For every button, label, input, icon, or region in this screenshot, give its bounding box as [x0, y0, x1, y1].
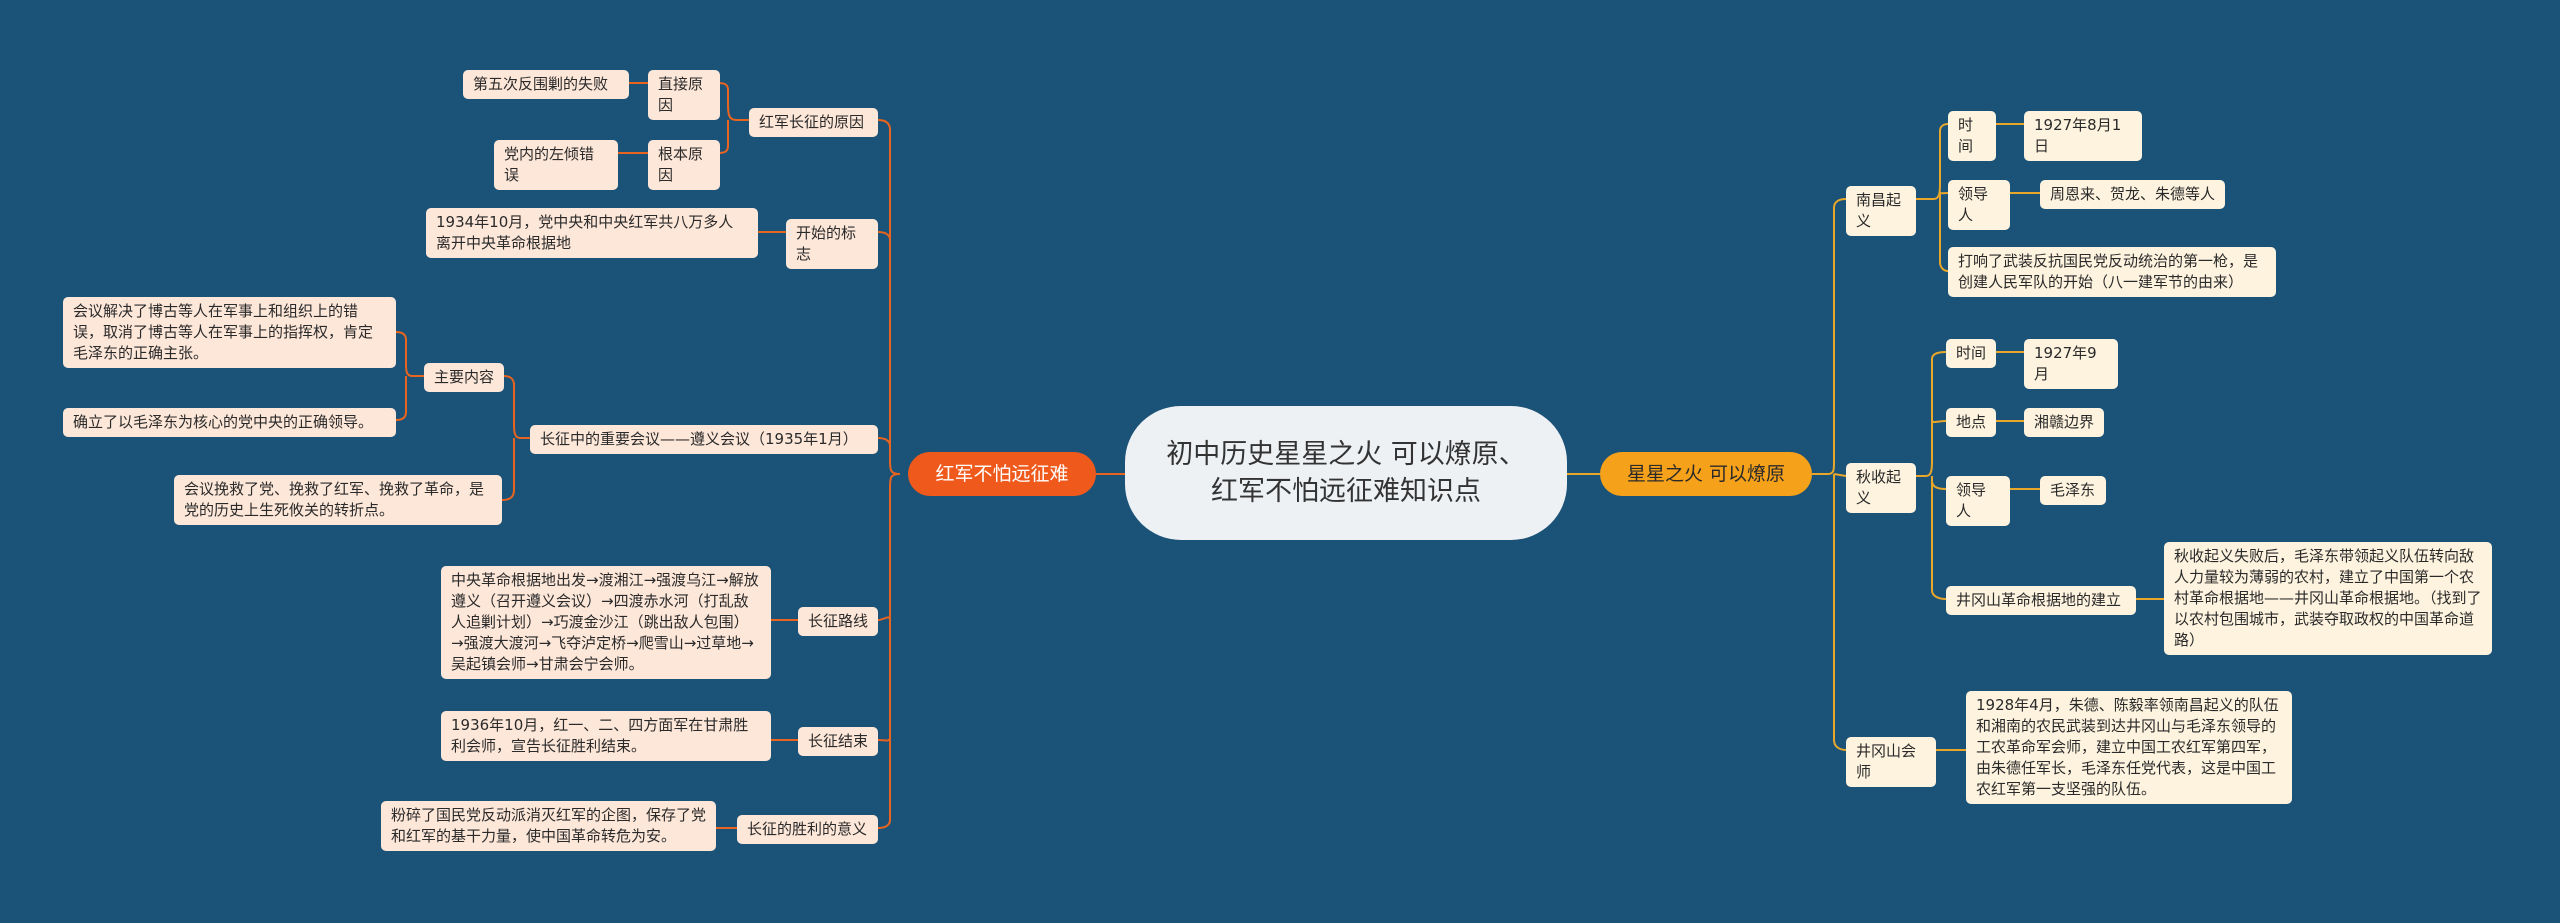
nanchang-leader-label[interactable]: 领导人: [1948, 180, 2010, 230]
reason-node[interactable]: 红军长征的原因: [749, 108, 878, 137]
root-reason-node[interactable]: 根本原因: [648, 140, 720, 190]
autumn-leader-value[interactable]: 毛泽东: [2040, 476, 2106, 505]
left-main-branch[interactable]: 红军不怕远征难: [908, 452, 1096, 496]
direct-reason-node[interactable]: 直接原因: [648, 70, 720, 120]
autumn-leader-label[interactable]: 领导人: [1946, 476, 2010, 526]
right-main-branch-label: 星星之火 可以燎原: [1626, 463, 1786, 485]
victory-meaning-node[interactable]: 长征的胜利的意义: [737, 815, 878, 844]
long-march-route-detail[interactable]: 中央革命根据地出发→渡湘江→强渡乌江→解放遵义（召开遵义会议）→四渡赤水河（打乱…: [441, 566, 771, 679]
long-march-end-node[interactable]: 长征结束: [798, 727, 878, 756]
content-detail-2[interactable]: 确立了以毛泽东为核心的党中央的正确领导。: [63, 408, 396, 437]
jinggangshan-meeting-node[interactable]: 井冈山会师: [1846, 737, 1936, 787]
main-content-node[interactable]: 主要内容: [424, 363, 504, 392]
start-sign-node[interactable]: 开始的标志: [786, 219, 878, 269]
right-main-branch[interactable]: 星星之火 可以燎原: [1600, 452, 1812, 496]
nanchang-uprising-node[interactable]: 南昌起义: [1846, 186, 1916, 236]
jinggangshan-base-node[interactable]: 井冈山革命根据地的建立: [1946, 586, 2136, 615]
nanchang-time-value[interactable]: 1927年8月1日: [2024, 111, 2142, 161]
autumn-place-label[interactable]: 地点: [1946, 408, 1996, 437]
left-main-branch-label: 红军不怕远征难: [935, 463, 1069, 485]
start-sign-detail[interactable]: 1934年10月，党中央和中央红军共八万多人离开中央革命根据地: [426, 208, 758, 258]
central-topic-text: 初中历史星星之火 可以燎原、红军不怕远征难知识点: [1166, 439, 1526, 507]
zunyi-meeting-node[interactable]: 长征中的重要会议——遵义会议（1935年1月）: [530, 425, 878, 454]
content-detail-1[interactable]: 会议解决了博古等人在军事上和组织上的错误，取消了博古等人在军事上的指挥权，肯定毛…: [63, 297, 396, 368]
central-topic[interactable]: 初中历史星星之火 可以燎原、红军不怕远征难知识点: [1125, 406, 1567, 540]
autumn-time-value[interactable]: 1927年9月: [2024, 339, 2118, 389]
jinggangshan-base-detail[interactable]: 秋收起义失败后，毛泽东带领起义队伍转向敌人力量较为薄弱的农村，建立了中国第一个农…: [2164, 542, 2492, 655]
victory-meaning-detail[interactable]: 粉碎了国民党反动派消灭红军的企图，保存了党和红军的基干力量，使中国革命转危为安。: [381, 801, 716, 851]
nanchang-leader-value[interactable]: 周恩来、贺龙、朱德等人: [2040, 180, 2225, 209]
meeting-significance[interactable]: 会议挽救了党、挽救了红军、挽救了革命，是党的历史上生死攸关的转折点。: [174, 475, 502, 525]
nanchang-significance[interactable]: 打响了武装反抗国民党反动统治的第一枪，是创建人民军队的开始（八一建军节的由来）: [1948, 247, 2276, 297]
autumn-time-label[interactable]: 时间: [1946, 339, 1996, 368]
nanchang-time-label[interactable]: 时间: [1948, 111, 1996, 161]
long-march-end-detail[interactable]: 1936年10月，红一、二、四方面军在甘肃胜利会师，宣告长征胜利结束。: [441, 711, 771, 761]
root-reason-detail[interactable]: 党内的左倾错误: [494, 140, 618, 190]
jinggangshan-meeting-detail[interactable]: 1928年4月，朱德、陈毅率领南昌起义的队伍和湘南的农民武装到达井冈山与毛泽东领…: [1966, 691, 2292, 804]
direct-reason-detail[interactable]: 第五次反围剿的失败: [463, 70, 629, 99]
autumn-place-value[interactable]: 湘赣边界: [2024, 408, 2104, 437]
long-march-route-node[interactable]: 长征路线: [798, 607, 878, 636]
autumn-uprising-node[interactable]: 秋收起义: [1846, 463, 1916, 513]
